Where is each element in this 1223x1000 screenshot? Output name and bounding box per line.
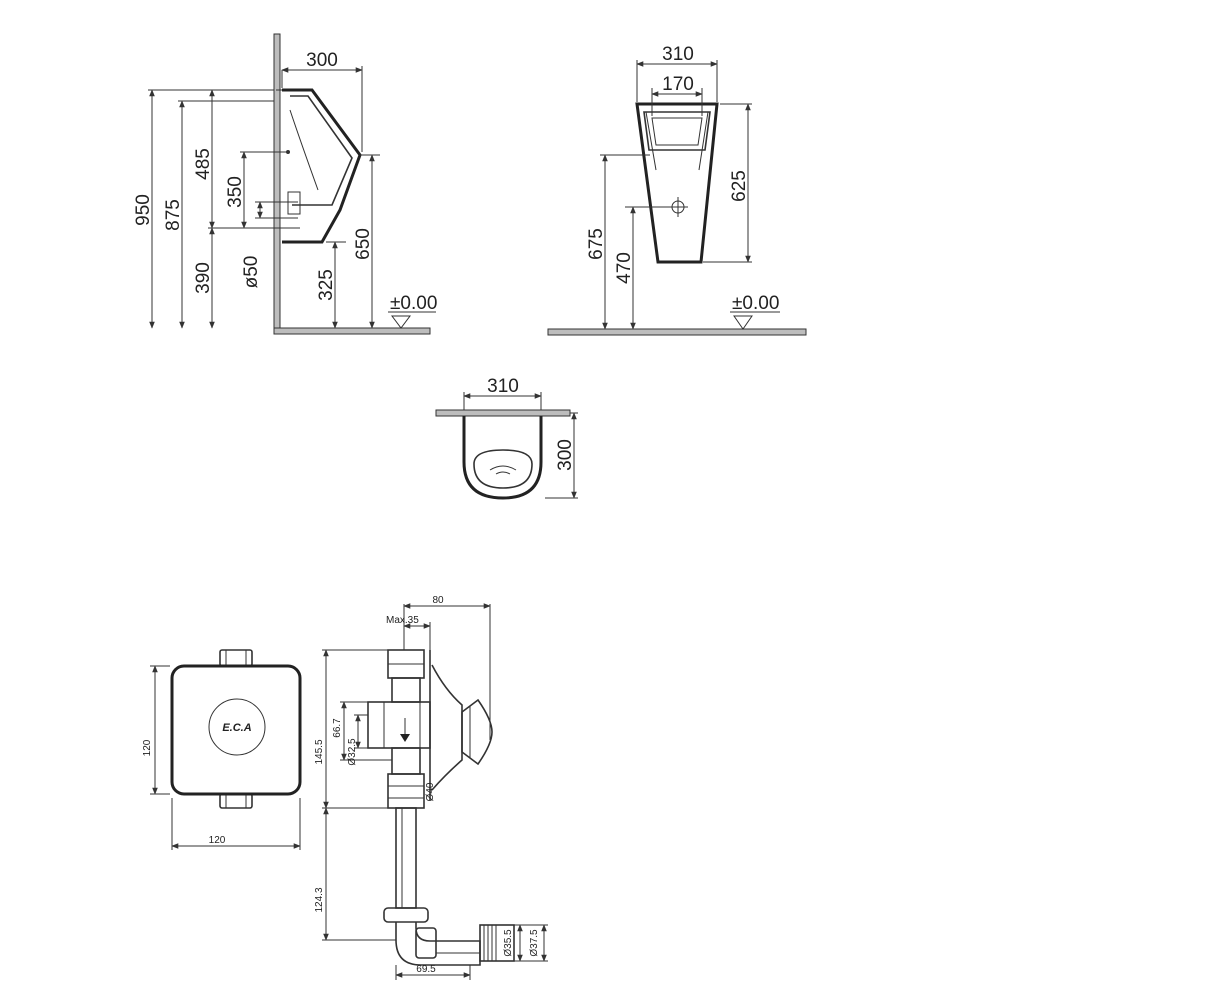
- dim-side-350: 350: [225, 176, 246, 208]
- dim-plate-width: 120: [209, 835, 226, 846]
- bottom-union-nut: [387, 773, 425, 809]
- flush-plate-view: E.C.A 120 120: [142, 649, 302, 850]
- urinal-side-outline: [282, 88, 362, 244]
- wall-section: [273, 33, 281, 335]
- dim-valve-66: 66.7: [332, 718, 343, 738]
- floor-level-side: ±0.00: [390, 293, 437, 314]
- flush-button: [208, 698, 266, 756]
- flow-arrow-icon: [400, 734, 410, 742]
- side-view: 300 950 875 485 350 390 ø50 325 650 ±0.0…: [133, 33, 437, 335]
- dim-valve-69: 69.5: [416, 964, 436, 975]
- flush-valve-view: 80 Max.35 145.5 66.7 Ø32.5 Ø40 124.3 69.…: [314, 595, 548, 980]
- flush-plate-outline: [170, 664, 302, 796]
- dim-valve-diameter-40: Ø40: [425, 782, 436, 801]
- dim-top-300: 300: [555, 439, 576, 471]
- dim-side-325: 325: [316, 269, 337, 301]
- dim-valve-145: 145.5: [314, 739, 325, 764]
- urinal-bowl-opening: [643, 111, 711, 151]
- dim-front-170: 170: [662, 74, 694, 95]
- dim-front-675: 675: [586, 228, 607, 260]
- dim-valve-80: 80: [432, 595, 444, 606]
- dim-side-950: 950: [133, 194, 154, 226]
- top-view: 310 300: [435, 376, 578, 500]
- flush-handle: [461, 698, 493, 766]
- floor-level-front: ±0.00: [732, 293, 779, 314]
- outlet-fitting: [287, 191, 301, 215]
- valve-body: [367, 701, 431, 749]
- eca-logo: E.C.A: [222, 722, 251, 734]
- pipe-elbow: [395, 922, 481, 966]
- dim-side-650: 650: [353, 228, 374, 260]
- urinal-inner-outline: [290, 95, 353, 206]
- dim-valve-diameter-37: Ø37.5: [529, 929, 540, 957]
- dim-top-310: 310: [487, 376, 519, 397]
- urinal-top-outline: [462, 416, 543, 500]
- dim-valve-max35: Max.35: [386, 615, 419, 626]
- front-view: 310 170 625 675 470 ±0.00: [547, 44, 807, 336]
- dim-valve-diameter-32: Ø32.5: [347, 738, 358, 766]
- dim-front-625: 625: [729, 170, 750, 202]
- flush-pipe: [395, 807, 417, 909]
- dim-valve-124: 124.3: [314, 887, 325, 912]
- dim-front-310: 310: [662, 44, 694, 65]
- dim-side-485: 485: [193, 148, 214, 180]
- urinal-front-outline: [635, 102, 719, 264]
- dim-side-875: 875: [163, 199, 184, 231]
- dim-valve-diameter-35: Ø35.5: [503, 929, 514, 957]
- dim-side-390: 390: [193, 262, 214, 294]
- dim-front-470: 470: [614, 252, 635, 284]
- dim-side-300: 300: [306, 50, 338, 71]
- dim-side-diameter-50: ø50: [241, 256, 262, 289]
- dim-plate-height: 120: [142, 739, 153, 756]
- wall-section-top: [435, 409, 571, 417]
- floor-section-front: [547, 328, 807, 336]
- floor-section: [273, 327, 431, 335]
- threaded-connector: [479, 924, 515, 962]
- urinal-top-bowl: [473, 449, 533, 489]
